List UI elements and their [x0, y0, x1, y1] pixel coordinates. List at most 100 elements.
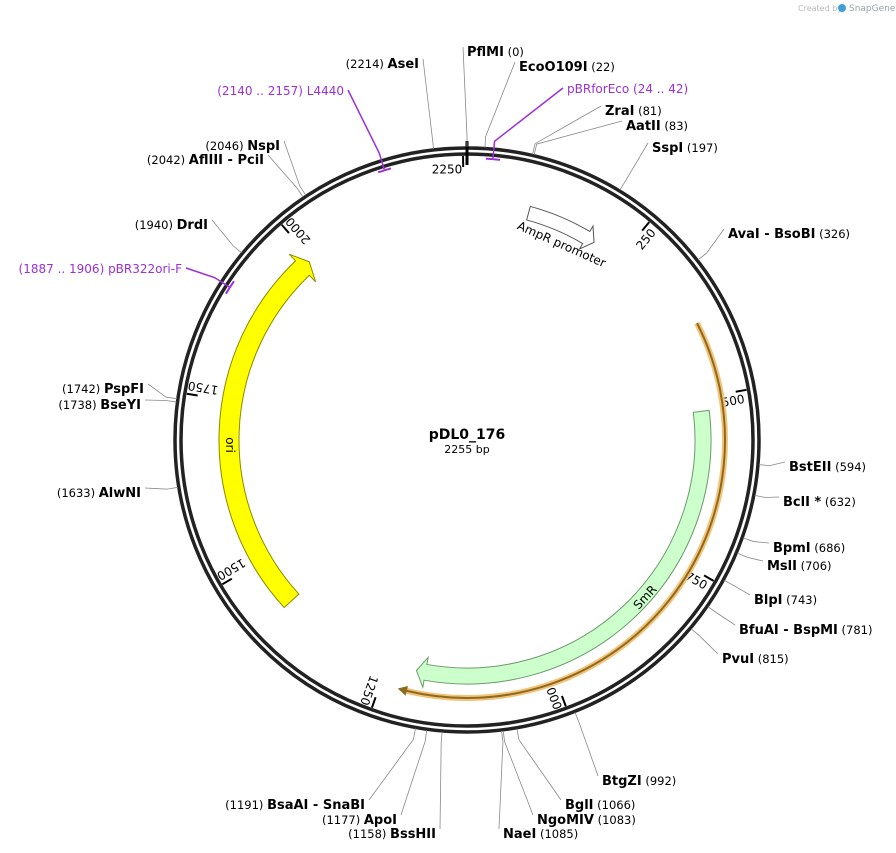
tick-mark [735, 388, 747, 393]
enzyme-name: BpmI [773, 541, 811, 556]
enzyme-separator: - [308, 798, 322, 813]
plasmid-name: pDL0_176 [429, 427, 506, 443]
enzyme-position: (1742) [62, 382, 104, 396]
enzyme-leader-line [697, 228, 725, 261]
enzyme-leader-line [619, 142, 649, 191]
enzyme-name: BsaAI [267, 798, 308, 813]
enzyme-name: ApoI [364, 813, 397, 828]
enzyme-label[interactable]: BtgZI (992) [602, 774, 676, 789]
enzyme-label[interactable]: NgoMIV (1083) [537, 813, 636, 828]
primer-leader-line [492, 87, 564, 159]
ampr-promoter-arrow [526, 205, 595, 251]
enzyme-leader-line [743, 537, 770, 544]
enzyme-leader-line [368, 728, 416, 801]
enzyme-label[interactable]: PflMI (0) [467, 45, 524, 60]
enzyme-leader-line [144, 486, 178, 490]
enzyme-name: NgoMIV [537, 813, 594, 828]
enzyme-label[interactable]: EcoO109I (22) [519, 60, 615, 75]
tick-mark [221, 577, 233, 586]
enzyme-label[interactable]: (1191) BsaAI - SnaBI [225, 798, 365, 813]
enzyme-position: (2046) [205, 139, 247, 153]
enzyme-leader-line [422, 58, 434, 149]
enzyme-name: MslI [767, 559, 797, 574]
enzyme-name: AlwNI [99, 486, 141, 501]
enzyme-label[interactable]: (1633) AlwNI [57, 486, 141, 501]
enzyme-label[interactable]: (1738) BseYI [58, 398, 141, 413]
enzyme-label[interactable]: AvaI - BsoBI (326) [728, 227, 850, 242]
enzyme-separator: - [223, 153, 237, 168]
enzyme-position: (815) [754, 652, 789, 666]
enzyme-name: PflMI [467, 45, 504, 60]
primer-label[interactable]: (2140 .. 2157) L4440 [217, 84, 344, 98]
tick-label: 1250 [357, 674, 380, 707]
primer-range: (24 .. 42) [629, 82, 688, 96]
enzyme-leader-line [754, 494, 780, 498]
primer-label[interactable]: (1887 .. 1906) pBR322ori-F [19, 262, 183, 276]
tick-label: 2250 [432, 163, 463, 177]
enzyme-position: (2214) [346, 57, 388, 71]
tick-mark [641, 221, 650, 232]
enzyme-leader-line [516, 728, 562, 801]
enzyme-label[interactable]: (1158) BssHII [348, 827, 436, 842]
enzyme-position: (1085) [536, 827, 578, 841]
enzyme-position: (686) [811, 541, 846, 555]
enzyme-name: BseYI [100, 398, 141, 413]
enzyme-name: SnaBI [323, 798, 365, 813]
enzyme-name: AvaI [728, 227, 760, 242]
enzyme-label[interactable]: (2214) AseI [346, 57, 419, 72]
enzyme-leader-line [758, 461, 786, 466]
enzyme-name: BtgZI [602, 774, 642, 789]
snapgene-brand-text: SnapGene [849, 4, 896, 14]
enzyme-leader-line [211, 219, 242, 254]
enzyme-label[interactable]: ZraI (81) [605, 104, 662, 119]
enzyme-label[interactable]: BpmI (686) [773, 541, 845, 556]
enzyme-name: ZraI [605, 104, 634, 119]
tick-label: 250 [633, 226, 658, 253]
tick-label: 500 [721, 392, 746, 410]
enzyme-label[interactable]: PvuI (815) [722, 652, 789, 667]
enzyme-label[interactable]: (2046) NspI [205, 139, 280, 154]
enzyme-leader-line [462, 46, 468, 147]
primer-site-mark [485, 157, 501, 161]
enzyme-label[interactable]: (1940) DrdI [135, 218, 208, 233]
enzyme-label[interactable]: BclI * (632) [783, 495, 856, 510]
enzyme-label[interactable]: (1177) ApoI [322, 813, 397, 828]
enzyme-label[interactable]: SspI (197) [652, 141, 718, 156]
enzyme-position: (0) [504, 45, 524, 59]
enzyme-position: (992) [642, 774, 677, 788]
enzyme-leader-line [724, 579, 751, 596]
enzyme-position: (326) [815, 227, 850, 241]
enzyme-separator: - [779, 623, 793, 638]
enzyme-label[interactable]: AatII (83) [626, 119, 688, 134]
enzyme-leader-line [574, 712, 599, 777]
enzyme-name: NspI [247, 139, 280, 154]
enzyme-position: (1940) [135, 218, 177, 232]
primer-label[interactable]: pBRforEco (24 .. 42) [567, 82, 688, 96]
created-by-text: Created by [798, 4, 842, 13]
enzyme-label[interactable]: BstEII (594) [789, 460, 866, 475]
enzyme-position: (632) [821, 495, 856, 509]
tick-mark [281, 224, 290, 234]
enzyme-leader-line [400, 730, 428, 816]
enzyme-leader-line [690, 628, 719, 655]
enzyme-label[interactable]: MslI (706) [767, 559, 832, 574]
enzyme-name: AflIII [189, 153, 223, 168]
primer-range: (2140 .. 2157) [217, 84, 307, 98]
enzyme-position: (1083) [594, 813, 636, 827]
enzyme-name: DrdI [177, 218, 208, 233]
enzyme-label[interactable]: BfuAI - BspMI (781) [739, 623, 873, 638]
enzyme-leader-line [144, 399, 177, 403]
enzyme-leader-line [283, 140, 307, 196]
enzyme-leader-line [484, 61, 516, 148]
enzyme-label[interactable]: BglI (1066) [565, 798, 635, 813]
enzyme-leader-line [707, 606, 736, 626]
enzyme-name: AatII [626, 119, 661, 134]
enzyme-label[interactable]: BlpI (743) [754, 593, 817, 608]
enzyme-label[interactable]: NaeI (1085) [503, 827, 578, 842]
enzyme-label[interactable]: (2042) AflIII - PciI [147, 153, 264, 168]
enzyme-position: (1191) [225, 798, 267, 812]
enzyme-label[interactable]: (1742) PspFI [62, 382, 144, 397]
enzyme-name: PspFI [104, 382, 144, 397]
enzyme-leader-line [267, 154, 304, 198]
enzyme-name: PciI [237, 153, 264, 168]
